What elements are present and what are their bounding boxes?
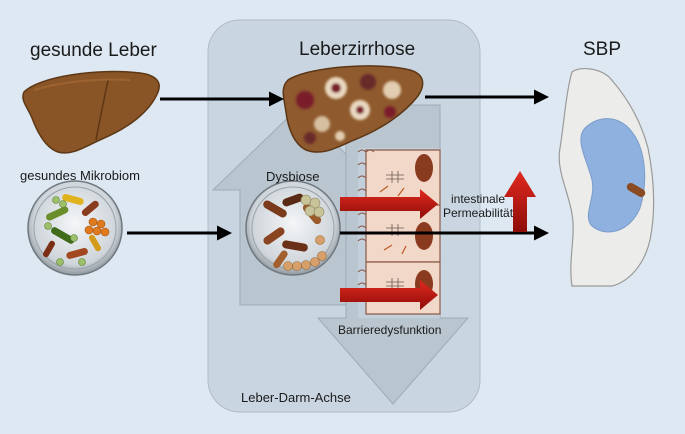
liver-icon xyxy=(22,70,160,154)
label-intestinal-permeability-line2: Permeabilität xyxy=(443,206,514,220)
label-intestinal-permeability: intestinale Permeabilität xyxy=(443,192,513,220)
cirrhotic-liver-icon xyxy=(282,65,424,153)
label-intestinal-permeability-line1: intestinale xyxy=(450,192,506,206)
label-healthy-liver: gesunde Leber xyxy=(30,40,157,61)
label-sbp: SBP xyxy=(583,39,622,60)
label-barrier-dysfunction: Barrieredysfunktion xyxy=(338,323,442,337)
petri-dish-icon xyxy=(27,180,123,276)
label-dysbiosis: Dysbiose xyxy=(266,169,320,184)
label-liver-gut-axis: Leber-Darm-Achse xyxy=(241,390,351,405)
red-translocation-arrow-bottom xyxy=(340,280,438,310)
abdomen-ascites-icon xyxy=(558,68,655,287)
dysbiotic-petri-dish-icon xyxy=(245,180,341,276)
label-healthy-microbiome: gesundes Mikrobiom xyxy=(20,168,140,183)
increase-arrow xyxy=(504,171,536,232)
red-translocation-arrow-top xyxy=(340,189,438,219)
label-cirrhosis: Leberzirrhose xyxy=(299,39,416,60)
